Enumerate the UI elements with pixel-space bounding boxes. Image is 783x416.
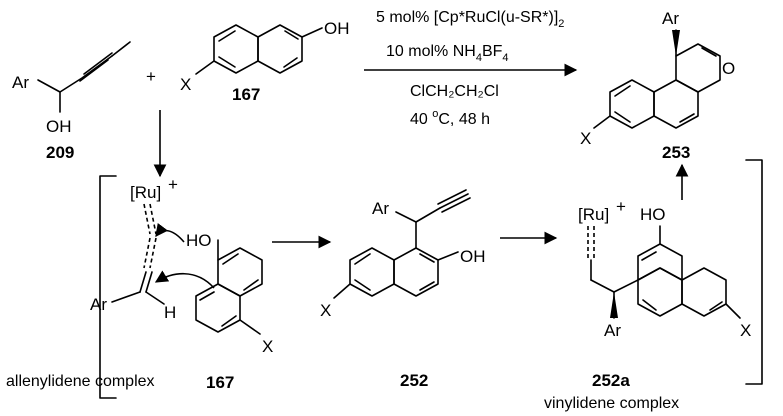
compound-209-structure: Ar OH 209 [12,41,131,162]
aryl-label: Ar [662,9,679,28]
hydroxyl-label: OH [460,247,486,266]
ruthenium-charge: + [616,197,626,216]
ruthenium-charge: + [168,175,178,194]
substituent-x-label: X [580,129,591,148]
ruthenium-label: [Ru] [578,205,609,224]
compound-167-bottom-structure: HO X 167 [186,231,273,392]
allenylidene-caption: allenylidene complex [6,373,155,390]
catalyst-condition: 5 mol% [Cp*RuCl(u-SR*)]2 [376,9,564,30]
hydrogen-label: H [164,303,176,322]
pyran-oxygen-label: O [722,59,735,78]
compound-167-label: 167 [232,85,260,104]
compound-252a-label: 252a [592,371,630,390]
hydroxyl-label: HO [640,205,666,224]
ruthenium-label: [Ru] [130,183,161,202]
compound-167-top-structure: OH X 167 [180,19,350,104]
hydroxyl-label: HO [186,231,212,250]
hydroxyl-label: OH [46,117,72,136]
substituent-x-label: X [262,337,273,356]
allenylidene-complex-structure: [Ru] + Ar H [90,175,215,322]
compound-252-label: 252 [400,371,428,390]
substituent-x-label: X [320,301,331,320]
substituent-x-label: X [740,321,751,340]
right-bracket [745,159,763,385]
additive-condition: 10 mol% NH4BF4 [386,43,509,64]
hydroxyl-label: OH [324,19,350,38]
substituent-x-label: X [180,75,191,94]
compound-167-label: 167 [206,373,234,392]
compound-252a-structure: [Ru] + Ar HO X 252a [578,197,751,390]
aryl-label: Ar [604,321,621,340]
plus-sign: + [146,67,156,86]
compound-252-structure: Ar OH X 252 [320,189,486,390]
aryl-label: Ar [90,295,107,314]
product-253-structure: Ar O X 253 [580,9,735,162]
solvent-condition: ClCH₂CH₂Cl [410,83,499,100]
vinylidene-caption: vinylidene complex [544,395,679,412]
aryl-label: Ar [12,73,29,92]
compound-253-label: 253 [662,143,690,162]
compound-209-label: 209 [46,143,74,162]
left-bracket [99,175,117,399]
temperature-time-condition: 40 oC, 48 h [410,108,490,128]
aryl-label: Ar [372,199,389,218]
